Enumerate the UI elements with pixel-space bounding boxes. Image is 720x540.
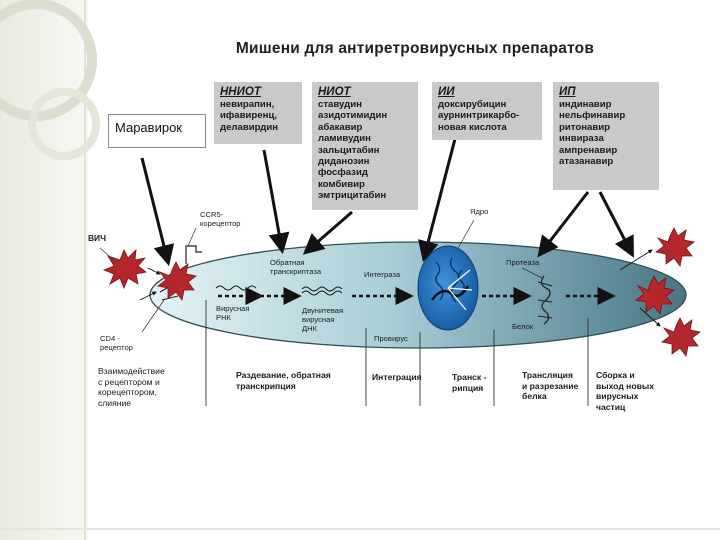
viral-rna-label: Вирусная РНК (216, 304, 249, 322)
drug-box-nrti: НИОТ ставудин азидотимидин абакавир лами… (312, 82, 418, 210)
ccr5-coreceptor-shape (185, 245, 202, 264)
drug-item: ритонавир (559, 121, 610, 133)
drug-box-header: ННИОТ (220, 86, 261, 98)
drug-item: комбивир (318, 178, 365, 190)
drug-item: ампренавир (559, 144, 618, 156)
drug-item: атазанавир (559, 156, 614, 168)
drug-item: ифавиренц, (220, 110, 277, 122)
stage-line: и разрезание (522, 380, 579, 391)
virus-particle-out-2 (635, 275, 675, 315)
ds-dna-strand-1 (301, 286, 343, 292)
stage-line: слияние (98, 397, 132, 408)
rt-label: Обратная транскриптаза (270, 258, 321, 276)
ccr5-label: CCR5- корецептор (200, 210, 241, 228)
nucleus-label: Ядро (470, 207, 489, 216)
protein-cut-marks (537, 281, 553, 319)
nucleus-provirus-strand (431, 285, 470, 301)
stage-assembly: Сборка и выход новых вирусных частиц (596, 370, 686, 412)
drug-item: делавирдин (220, 121, 279, 133)
drug-box-header: ИИ (438, 86, 455, 98)
virus-particle-incoming (102, 248, 147, 290)
stage-line: корецептором, (98, 387, 157, 397)
drug-item: аурнинтрикарбо- (438, 110, 520, 122)
stage-line: Взаимодействие (98, 366, 165, 376)
drug-item: зальцитабин (318, 144, 380, 156)
stage-line: рипция (452, 382, 484, 393)
drug-item: ламивудин (318, 133, 371, 145)
virus-particle-binding (157, 261, 197, 301)
nucleus-arrows (447, 269, 473, 311)
stage-transcription: Транск - рипция (452, 372, 492, 393)
drug-item: инвираза (559, 133, 604, 145)
drug-item: новая кислота (438, 121, 507, 133)
drug-box-header: НИОТ (318, 86, 351, 98)
drug-item: абакавир (318, 121, 363, 133)
stage-line: белка (522, 391, 547, 401)
ds-dna-strand-2 (301, 290, 343, 296)
ds-dna-line3: ДНК (302, 324, 318, 333)
stage-integration: Интеграция (372, 372, 422, 383)
stage-line: Раздевание, обратная (236, 370, 331, 380)
protein-chain (540, 275, 551, 325)
rt-label-line2: транскриптаза (270, 267, 322, 276)
rt-label-line1: Обратная (270, 258, 305, 267)
drug-item: эмтрицитабин (318, 190, 387, 202)
viral-rna-line1: Вирусная (216, 304, 250, 313)
viral-rna-line2: РНК (216, 313, 231, 322)
drug-box-pi: ИП индинавир нельфинавир ритонавир инвир… (553, 82, 659, 190)
virus-particle-out-3 (661, 317, 701, 357)
stage-line: выход новых (596, 380, 655, 391)
frame-ring-small (28, 88, 100, 160)
drug-item: доксирубицин (438, 99, 507, 110)
label-leaders (99, 219, 543, 333)
hiv-label: ВИЧ (88, 233, 106, 243)
cd4-label: CD4 - рецептор (100, 334, 133, 352)
integrase-label: Интеграза (364, 270, 401, 279)
ccr5-label-line2: корецептор (200, 219, 241, 228)
protease-label: Протеаза (506, 258, 540, 267)
drug-item: азидотимидин (318, 110, 388, 122)
left-frame-edge (84, 0, 86, 540)
ccr5-label-line1: CCR5- (200, 210, 224, 219)
stage-dividers (205, 300, 589, 406)
virus-motion-arrows (139, 249, 661, 327)
bottom-frame-line (0, 528, 720, 530)
maraviroc-label: Маравирок (108, 114, 206, 148)
stage-fusion: Взаимодействие с рецептором и корецептор… (98, 366, 204, 408)
stage-line: Транск - (452, 372, 487, 382)
stage-line: с рецептором и (98, 376, 160, 387)
ds-dna-label: Двунитевая вирусная ДНК (302, 306, 343, 333)
viral-rna-strand (215, 285, 257, 291)
provirus-label: Провирус (374, 334, 408, 343)
stage-line: частиц (596, 401, 626, 412)
drug-box-header: ИП (559, 86, 576, 98)
protein-label: Белок (512, 322, 534, 331)
stage-line: транскрипция (236, 380, 296, 391)
cd4-label-line1: CD4 - (100, 334, 120, 343)
stage-translation: Трансляция и разрезание белка (522, 370, 586, 402)
drug-item: индинавир (559, 99, 612, 110)
stage-line: Интеграция (372, 372, 422, 382)
stage-line: вирусных (596, 391, 639, 401)
stage-line: Сборка и (596, 370, 635, 380)
ds-dna-line2: вирусная (302, 315, 335, 324)
stage-uncoating: Раздевание, обратная транскрипция (236, 370, 360, 391)
virus-particle-out-1 (655, 227, 695, 267)
ds-dna-line1: Двунитевая (302, 306, 344, 315)
drug-box-nnrti: ННИОТ невирапин, ифавиренц, делавирдин (214, 82, 302, 144)
slide-title: Мишени для антиретровирусных препаратов (235, 40, 595, 57)
drug-item: невирапин, (220, 99, 275, 110)
drug-item: фосфазид (318, 167, 368, 179)
drug-box-ii: ИИ доксирубицин аурнинтрикарбо- новая ки… (432, 82, 542, 140)
drug-item: диданозин (318, 156, 370, 168)
drug-item: ставудин (318, 99, 362, 110)
cd4-label-line2: рецептор (100, 343, 133, 352)
stage-line: Трансляция (522, 370, 573, 380)
drug-item: нельфинавир (559, 110, 626, 122)
